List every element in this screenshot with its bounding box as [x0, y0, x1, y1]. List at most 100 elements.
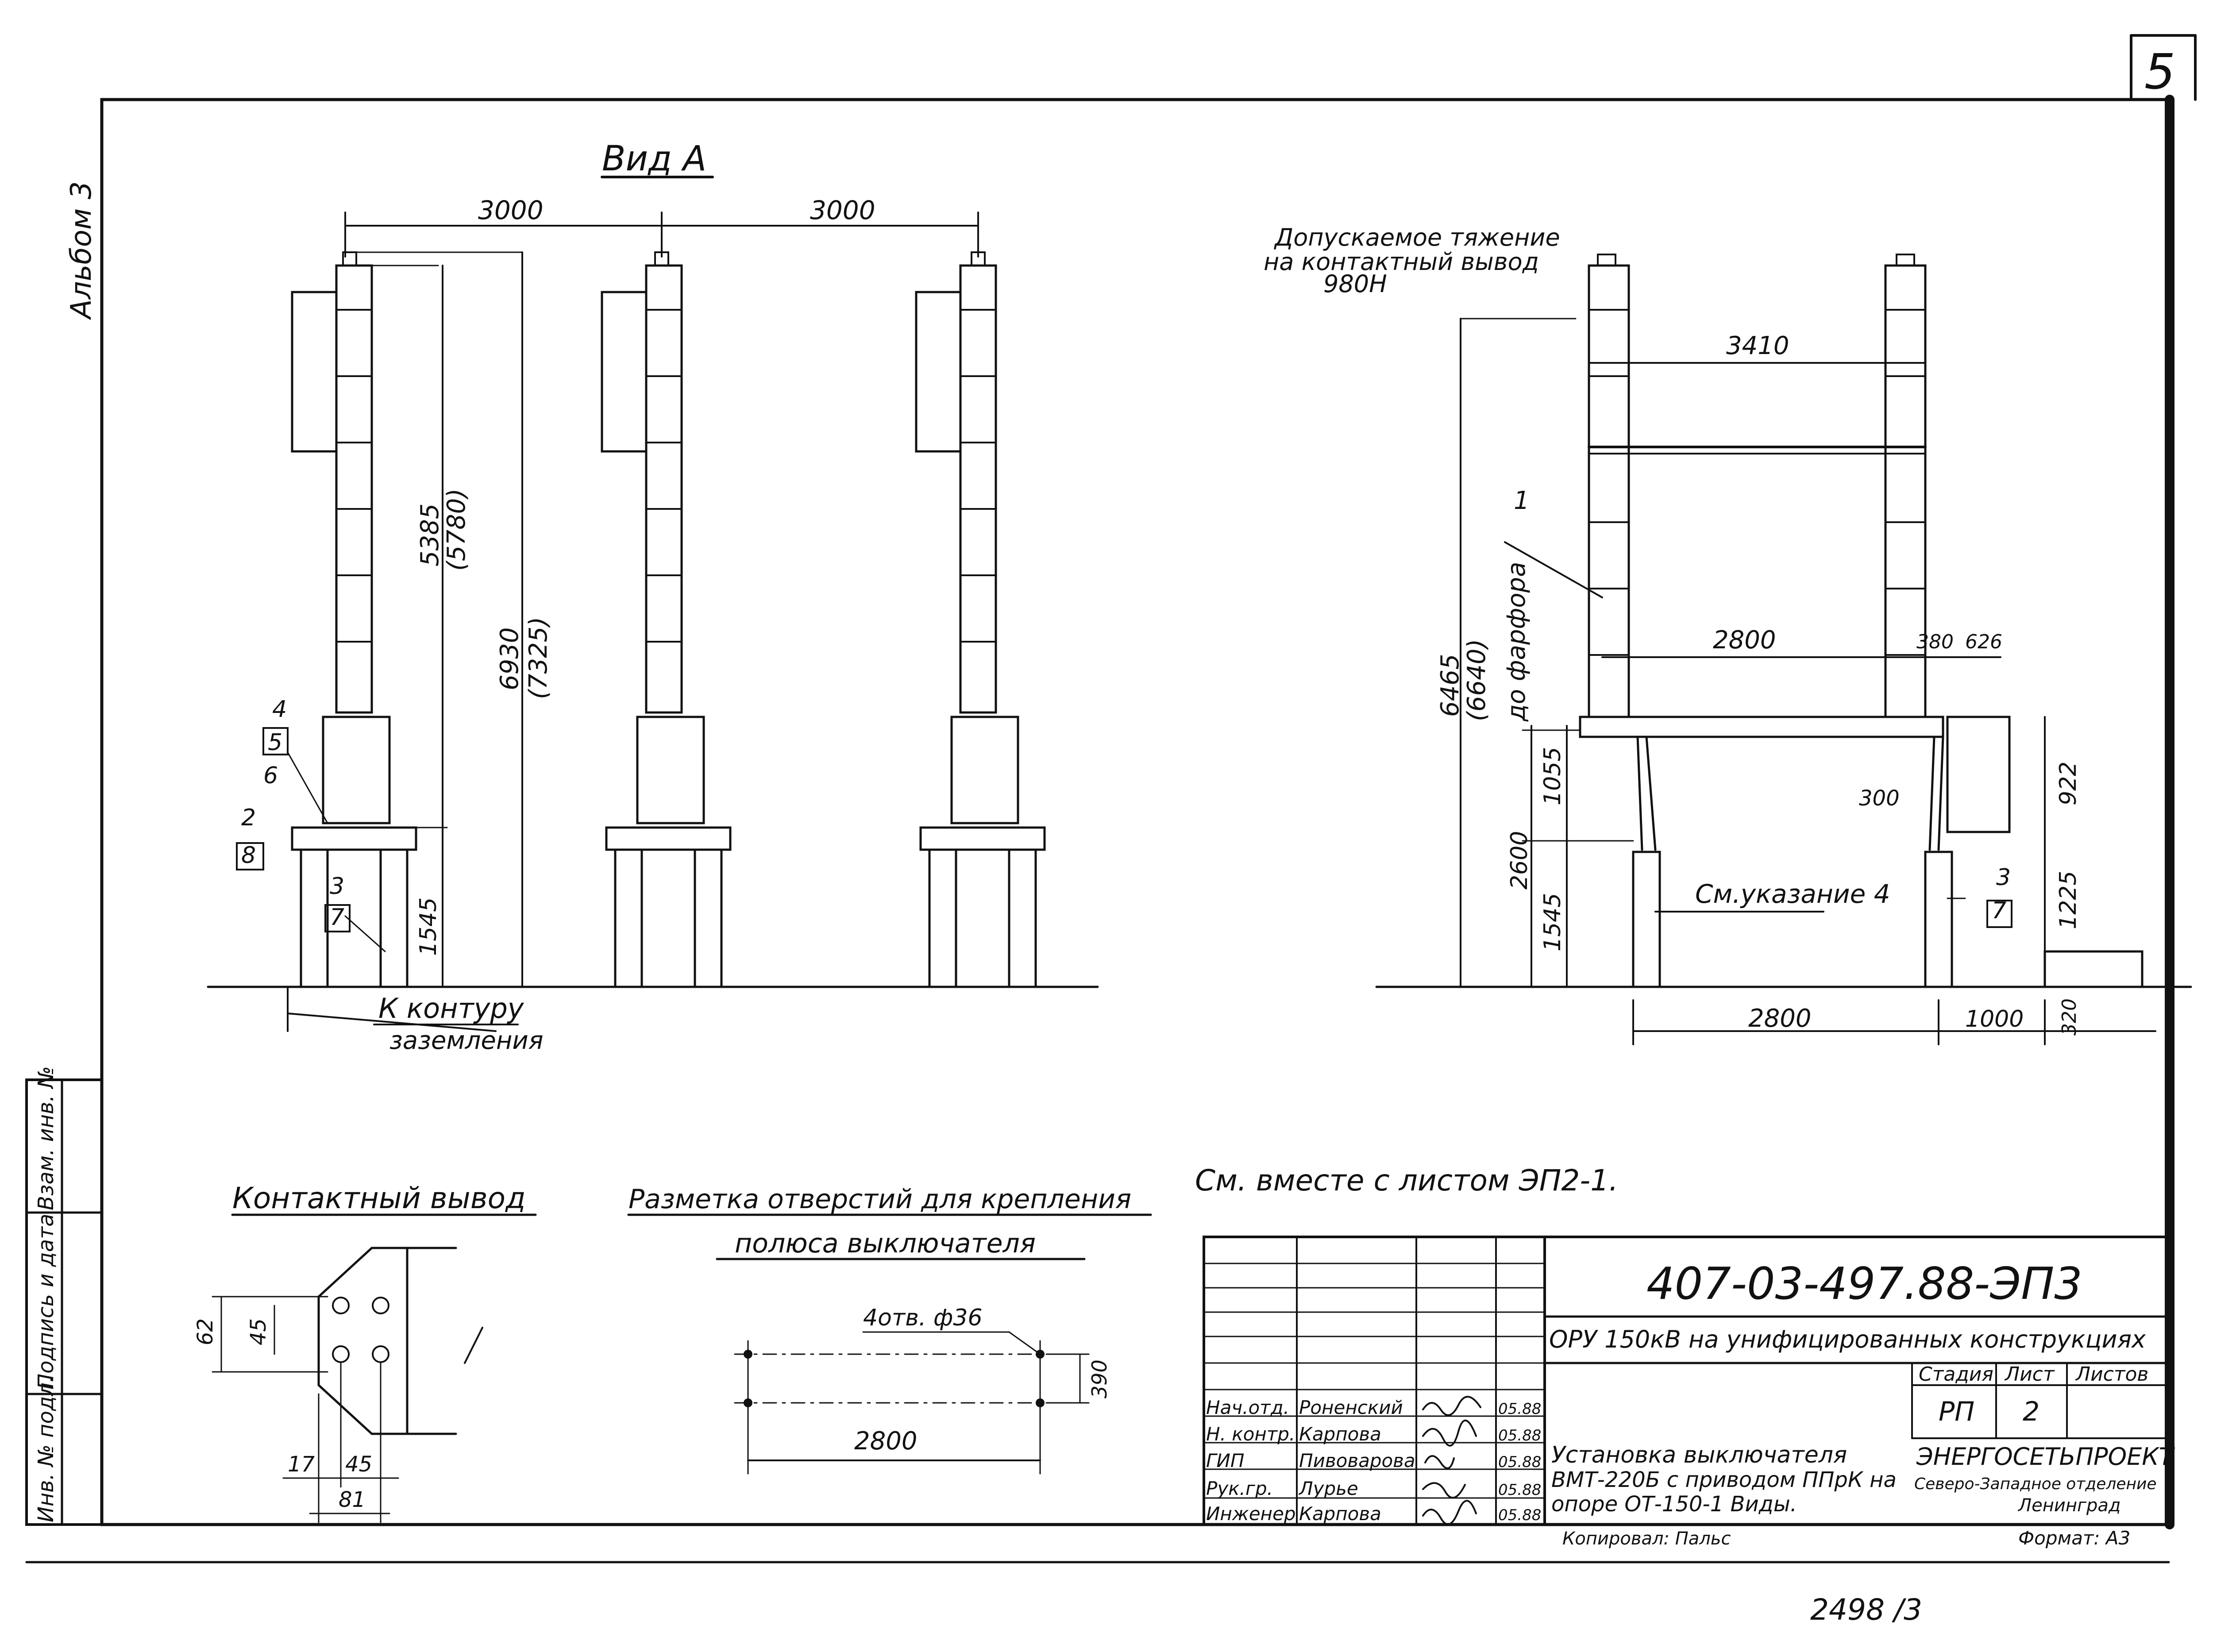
- view-a-title: Вид А: [602, 139, 706, 179]
- signer-row: Инженер Карпова 05.88: [1206, 1503, 1541, 1525]
- dim-6465: 6465: [1436, 654, 1465, 717]
- dim-1545-side: 1545: [1539, 893, 1566, 951]
- handwritten-signatures: [1422, 1396, 1481, 1525]
- signer-date: 05.88: [1498, 1506, 1541, 1524]
- signer-name: Лурье: [1298, 1478, 1358, 1499]
- callout-8: 8: [241, 842, 256, 869]
- breaker-pole-3: [915, 251, 1046, 988]
- signer-date: 05.88: [1498, 1400, 1541, 1418]
- stamp-replaced-inv: Взам. инв. №: [34, 1066, 58, 1210]
- format-label: Формат: А3: [2018, 1527, 2130, 1549]
- dim-2800-top: 2800: [1713, 626, 1776, 655]
- side-stamp: [25, 1078, 103, 1526]
- inventory-number: 2498 /3: [1810, 1593, 1922, 1627]
- side-view-structure: [1375, 254, 2192, 988]
- stage-value: РП: [1939, 1396, 1974, 1427]
- dim-3410: 3410: [1726, 331, 1789, 360]
- doc-code: 407-03-497.88-ЭП3: [1646, 1258, 2082, 1309]
- signer-date: 05.88: [1498, 1481, 1541, 1499]
- signer-name: Карпова: [1299, 1423, 1381, 1445]
- dim-380: 380: [1916, 631, 1954, 653]
- callout-3-side: 3: [1996, 864, 2011, 891]
- title-block-grid: [1203, 1236, 2171, 1526]
- drawing-title-line2: ВМТ-220Б с приводом ППрК на: [1551, 1467, 1897, 1492]
- dim-1225: 1225: [2055, 871, 2082, 929]
- dim-7325: (7325): [524, 617, 553, 699]
- stage-header: Стадия: [1919, 1363, 1993, 1386]
- holes-spec: 4отв. ф36: [863, 1305, 983, 1331]
- signer-role: Нач.отд.: [1206, 1397, 1289, 1418]
- dim-1055: 1055: [1539, 747, 1566, 805]
- breaker-pole-2: [601, 251, 732, 988]
- signer-role: Рук.гр.: [1206, 1478, 1273, 1499]
- dim-5385: 5385: [416, 503, 444, 566]
- callout-1: 1: [1514, 486, 1530, 515]
- album-label: Альбом 3: [65, 181, 98, 320]
- dim-6640: (6640): [1462, 639, 1491, 721]
- org-city: Ленинград: [2017, 1495, 2121, 1516]
- dim-2800-holes: 2800: [854, 1427, 918, 1456]
- signer-name: Роненский: [1299, 1397, 1403, 1418]
- callout-5: 5: [268, 729, 282, 756]
- view-a-callout-frames: [236, 727, 386, 952]
- tension-note-line2: на контактный вывод: [1264, 248, 1539, 276]
- drawing-title-line3: опоре ОТ-150-1 Виды.: [1551, 1492, 1797, 1517]
- side-view-dims: [1460, 318, 2156, 1045]
- signer-date: 05.88: [1498, 1453, 1541, 1471]
- see-note-4: См.указание 4: [1695, 879, 1890, 909]
- callout-7-side: 7: [1992, 897, 2006, 924]
- signer-role: Н. контр.: [1206, 1423, 1295, 1445]
- hole-layout-title-line2: полюса выключателя: [735, 1228, 1036, 1259]
- dim-45-vertical: 45: [246, 1318, 271, 1345]
- dim-2600: 2600: [1506, 831, 1533, 890]
- ground-note-line2: заземления: [389, 1026, 544, 1055]
- contact-terminal-drawing: [212, 1247, 483, 1523]
- signer-row: Нач.отд. Роненский 05.88: [1206, 1397, 1541, 1418]
- org-name: ЭНЕРГОСЕТЬПРОЕКТ: [1916, 1443, 2175, 1471]
- ground-note-line1: К контуру: [378, 992, 524, 1024]
- drawing-title-line1: Установка выключателя: [1551, 1442, 1847, 1468]
- dim-320: 320: [2058, 998, 2081, 1036]
- callout-2: 2: [241, 805, 256, 831]
- project-title: ОРУ 150кВ на унифицированных конструкция…: [1549, 1325, 2146, 1353]
- callout-4: 4: [272, 696, 287, 723]
- dim-300: 300: [1859, 786, 1900, 811]
- dim-1000: 1000: [1965, 1006, 2024, 1032]
- callout-7-a: 7: [330, 904, 344, 931]
- contact-detail-title: Контактный вывод: [232, 1181, 526, 1215]
- signer-role: Инженер: [1206, 1503, 1296, 1525]
- see-together-note: См. вместе с листом ЭП2-1.: [1195, 1163, 1618, 1198]
- dim-6930: 6930: [495, 627, 524, 690]
- signer-date: 05.88: [1498, 1427, 1541, 1444]
- hole-layout-title-line1: Разметка отверстий для крепления: [628, 1184, 1131, 1215]
- hole-layout-drawing: [734, 1331, 1090, 1475]
- signer-row: Н. контр. Карпова 05.88: [1206, 1423, 1541, 1445]
- sheets-header: Листов: [2075, 1363, 2148, 1386]
- dim-17: 17: [288, 1452, 315, 1477]
- sheet-number: 5: [2144, 43, 2175, 100]
- view-a-spacing-dims: [344, 212, 979, 258]
- tension-note-line3: 980Н: [1323, 270, 1387, 298]
- to-porcelain-note: до фарфора: [1502, 562, 1531, 722]
- stamp-inv-no: Инв. № подл.: [34, 1376, 58, 1522]
- tension-note-line1: Допускаемое тяжение: [1274, 223, 1560, 251]
- sheet-header: Лист: [2004, 1363, 2055, 1386]
- signer-name: Карпова: [1299, 1503, 1381, 1525]
- callout-3-a: 3: [330, 873, 344, 900]
- org-division: Северо-Западное отделение: [1914, 1475, 2157, 1493]
- dim-spacing-1: 3000: [478, 195, 544, 225]
- dim-2800-bottom: 2800: [1748, 1004, 1812, 1033]
- signer-role: ГИП: [1206, 1450, 1244, 1471]
- signer-row: ГИП Пивоварова 05.88: [1206, 1450, 1541, 1471]
- dim-81: 81: [339, 1487, 366, 1512]
- dim-1545-a: 1545: [415, 897, 442, 956]
- signer-row: Рук.гр. Лурье 05.88: [1206, 1478, 1541, 1499]
- dim-45-horizontal: 45: [345, 1452, 372, 1477]
- dim-spacing-2: 3000: [810, 195, 875, 225]
- dim-62: 62: [193, 1318, 218, 1345]
- breaker-pole-1: [291, 251, 417, 988]
- dim-5780: (5780): [442, 489, 471, 571]
- callout-6: 6: [263, 762, 278, 789]
- copied-by: Копировал: Пальс: [1562, 1529, 1731, 1549]
- dim-390: 390: [1087, 1359, 1111, 1398]
